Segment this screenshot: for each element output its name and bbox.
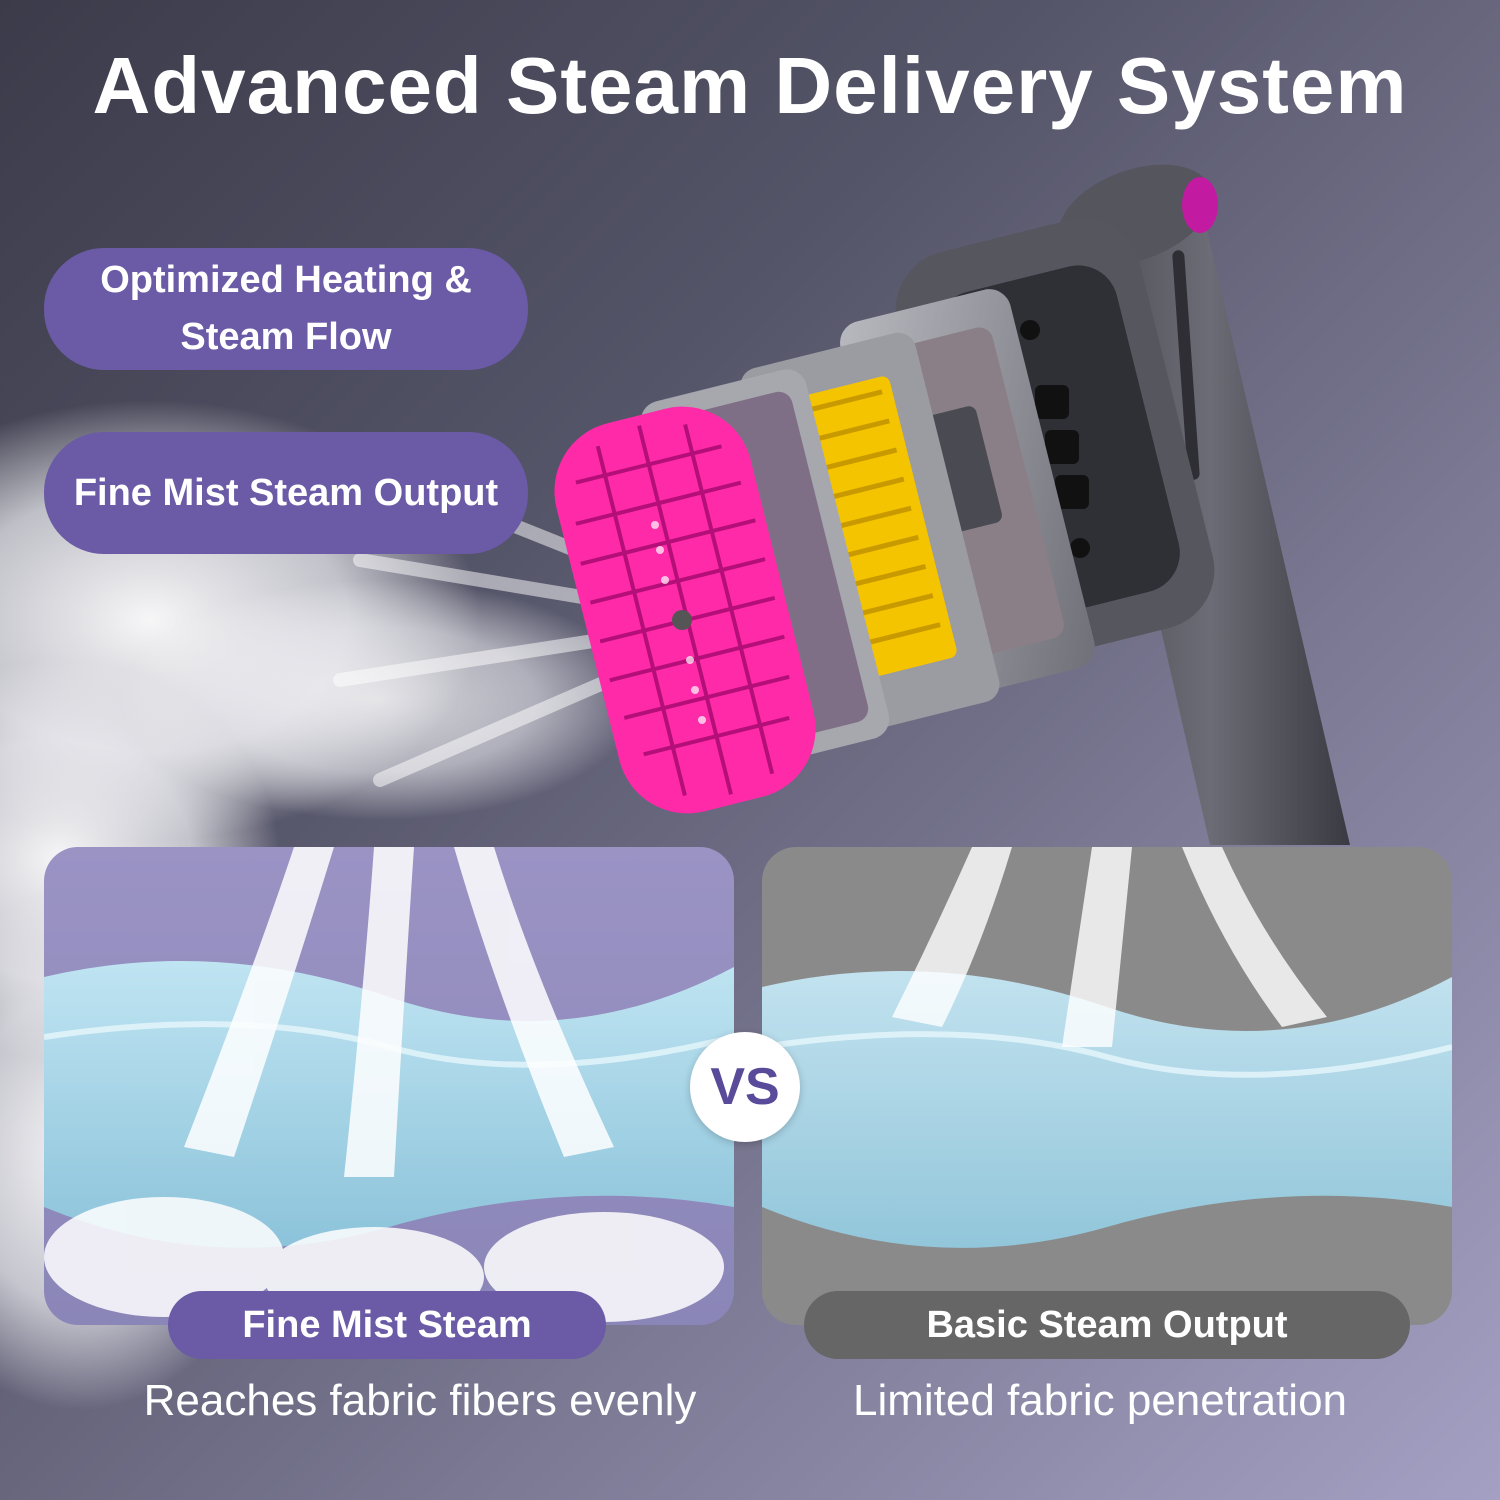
fabric-wave-icon	[44, 847, 734, 1325]
steam-jet-icon	[892, 847, 1327, 1047]
feature-pill-heating: Optimized Heating & Steam Flow	[44, 248, 528, 370]
comparison-panel-fine-mist	[44, 847, 734, 1325]
fabric-wave-icon	[762, 847, 1452, 1248]
vs-badge: VS	[690, 1032, 800, 1142]
comparison-panel-basic	[762, 847, 1452, 1325]
steam-jet-icon	[44, 847, 724, 1325]
fine-mist-label: Fine Mist Steam	[168, 1291, 606, 1359]
basic-steam-caption: Limited fabric penetration	[852, 1376, 1348, 1425]
basic-steam-label: Basic Steam Output	[804, 1291, 1410, 1359]
steamer-soleplate-icon	[554, 406, 816, 814]
page-title: Advanced Steam Delivery System	[92, 41, 1408, 130]
fine-mist-caption: Reaches fabric fibers evenly	[143, 1376, 697, 1425]
feature-pill-mist: Fine Mist Steam Output	[44, 432, 528, 554]
